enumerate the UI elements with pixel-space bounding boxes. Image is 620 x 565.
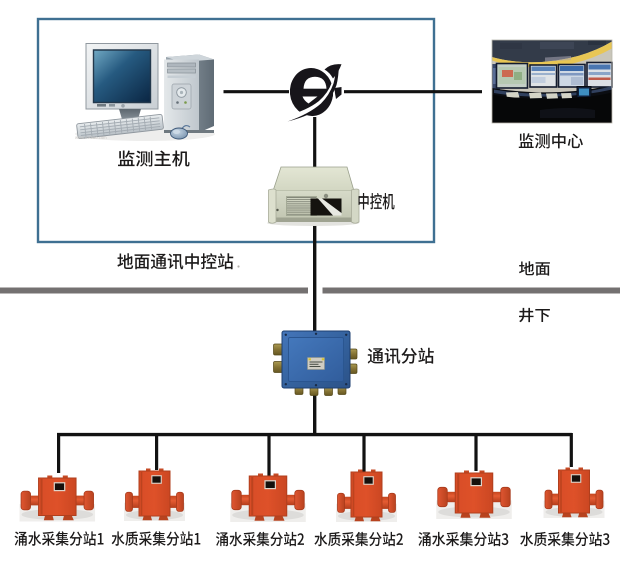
svg-text:www.mkbao.com: www.mkbao.com — [75, 135, 107, 140]
